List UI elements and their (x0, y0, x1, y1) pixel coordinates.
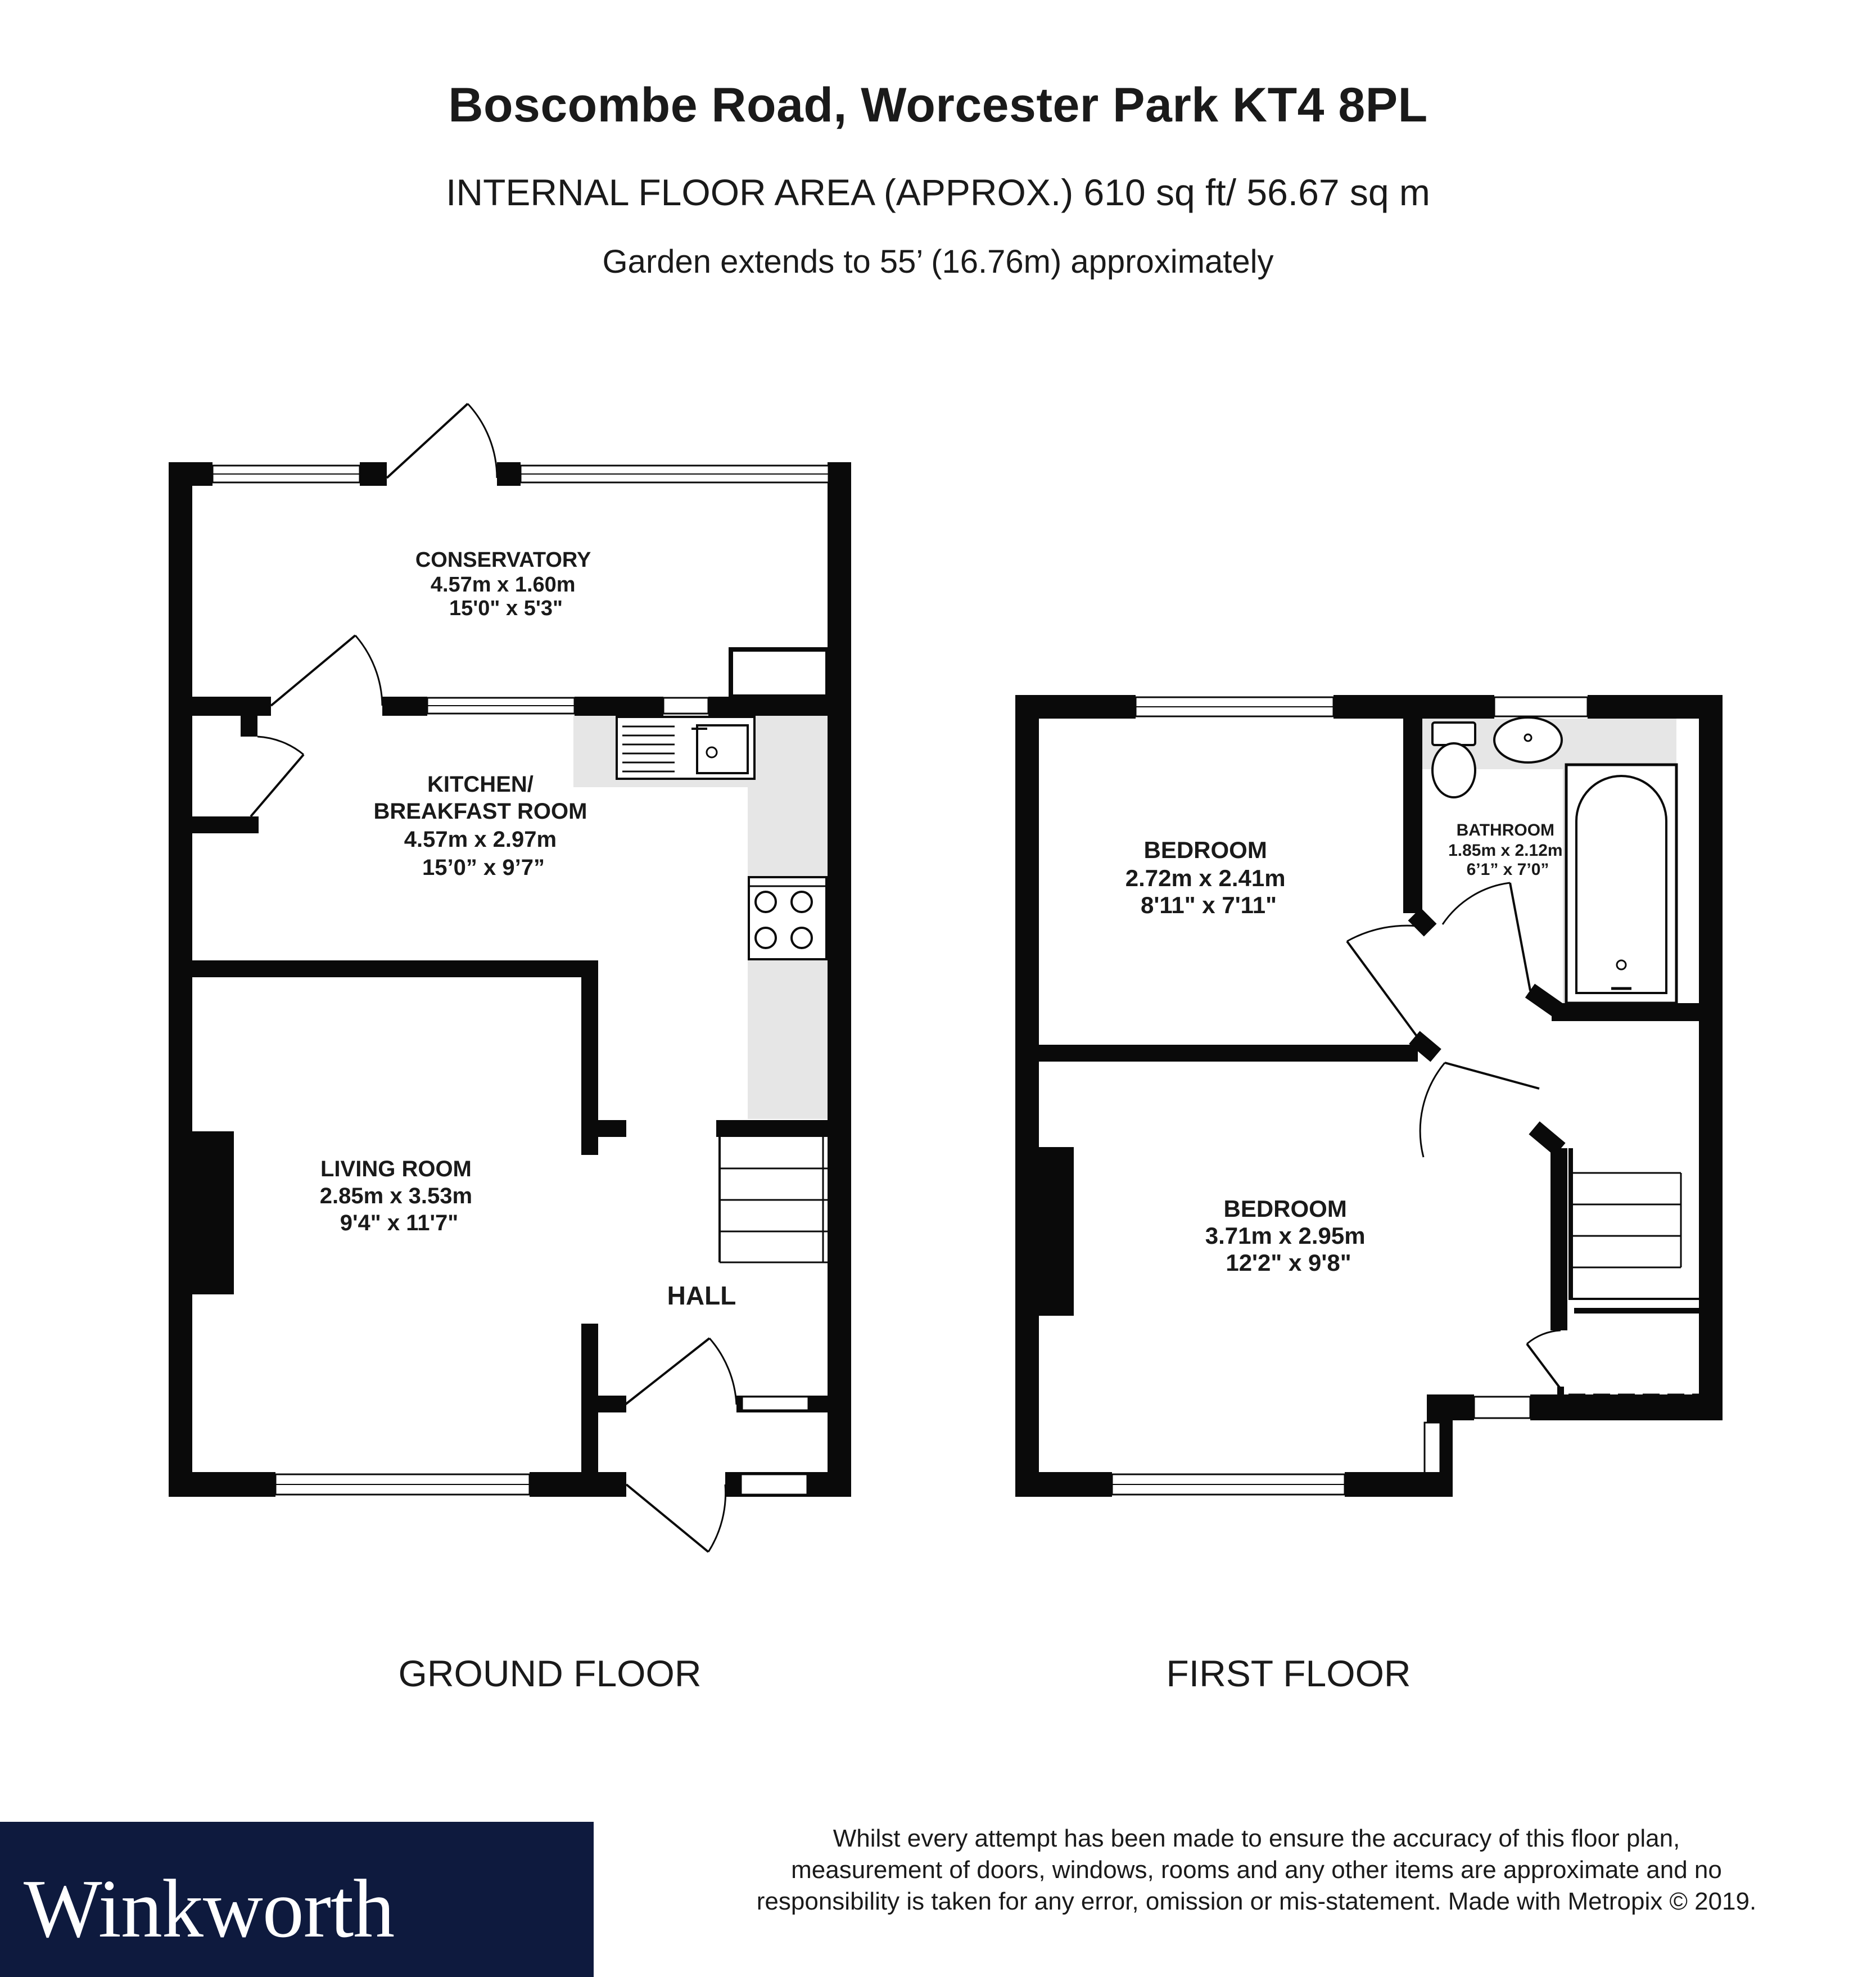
room-name-kitchen: KITCHEN/ (427, 772, 534, 797)
wall (497, 462, 521, 486)
room-imperial-bedroom-small: 8'11" x 7'11" (1141, 892, 1277, 918)
chimney-breast (1039, 1147, 1074, 1316)
brand-name: Winkworth (24, 1863, 395, 1955)
wall (1529, 1121, 1566, 1156)
wall (382, 697, 427, 716)
svg-text:BEDROOM 3.71m x 2.95m: BEDROOM 3.71m x 2.95m 12'2" x 9'8" (1205, 1195, 1372, 1276)
wall (192, 816, 259, 833)
wall (169, 462, 213, 486)
room-imperial-conservatory: 15'0" x 5'3" (449, 597, 563, 620)
window (740, 1473, 808, 1496)
wall (1699, 695, 1723, 1420)
room-name-conservatory: CONSERVATORY (415, 548, 591, 572)
wall (581, 1396, 626, 1412)
wall (1552, 1003, 1699, 1021)
wall (829, 462, 851, 486)
wall (241, 713, 257, 737)
wall (360, 462, 387, 486)
wall (169, 1472, 275, 1497)
wall (1550, 1148, 1567, 1330)
wall (1015, 1472, 1112, 1497)
floor-area-text: INTERNAL FLOOR AREA (APPROX.) 610 sq ft/… (446, 171, 1430, 213)
property-title: Boscombe Road, Worcester Park KT4 8PL (448, 78, 1428, 132)
wall (1530, 1394, 1723, 1420)
window (741, 1396, 810, 1411)
svg-text:LIVING ROOM 2.85m x 3.53: LIVING ROOM 2.85m x 3.53m 9'4" x 11'7" (320, 1157, 478, 1235)
disclaimer: Whilst every attempt has been made to en… (663, 1823, 1850, 1917)
room-name-kitchen-line2: BREAKFAST ROOM (373, 799, 587, 824)
room-imperial-bedroom-large: 12'2" x 9'8" (1226, 1249, 1351, 1276)
svg-text:BATHROOM 1.85m x 2.12m: BATHROOM 1.85m x 2.12m 6’1” x 7’0” (1448, 821, 1567, 879)
room-metric-bathroom: 1.85m x 2.12m (1448, 841, 1562, 860)
wall (1015, 1045, 1418, 1062)
room-name-living-room: LIVING ROOM (320, 1157, 472, 1181)
room-imperial-bathroom: 6’1” x 7’0” (1467, 860, 1549, 879)
staircase (716, 1120, 828, 1263)
wall (581, 1120, 626, 1137)
window (662, 697, 709, 715)
room-metric-living-room: 2.85m x 3.53m (320, 1184, 472, 1208)
washbasin (1493, 716, 1563, 764)
wall (169, 697, 271, 716)
room-name-hall: HALL (667, 1281, 736, 1310)
kitchen-sink (616, 716, 756, 780)
garden-text: Garden extends to 55’ (16.76m) approxima… (602, 243, 1274, 280)
bathtub (1565, 763, 1678, 1005)
ground-floor-label: GROUND FLOOR (398, 1653, 702, 1694)
wall (169, 960, 598, 977)
room-name-bedroom-small: BEDROOM (1143, 837, 1267, 863)
first-floor-plan: BEDROOM 2.72m x 2.41m 8'11" x 7'11" BATH… (1015, 695, 1723, 1497)
svg-text:HALL: HALL (667, 1281, 736, 1310)
cupboard (729, 647, 830, 699)
room-metric-bedroom-large: 3.71m x 2.95m (1205, 1222, 1366, 1249)
wall (828, 462, 851, 1497)
brand-logo: Winkworth (0, 1822, 594, 1977)
ground-floor-plan: CONSERVATORY 4.57m x 1.60m 15'0" x 5'3" … (169, 403, 851, 1553)
disclaimer-line: measurement of doors, windows, rooms and… (791, 1856, 1722, 1884)
room-name-bedroom-large: BEDROOM (1223, 1195, 1346, 1222)
room-metric-bedroom-small: 2.72m x 2.41m (1125, 865, 1286, 891)
window (1493, 696, 1589, 717)
room-name-bathroom: BATHROOM (1457, 821, 1554, 839)
chimney-breast (192, 1131, 234, 1294)
wall (1345, 1472, 1453, 1497)
room-imperial-living-room: 9'4" x 11'7" (340, 1211, 458, 1235)
wall (575, 697, 663, 716)
wall (1588, 695, 1723, 719)
wall (169, 462, 192, 1497)
room-metric-kitchen: 4.57m x 2.97m (404, 827, 557, 852)
room-metric-conservatory: 4.57m x 1.60m (431, 573, 576, 597)
wall (1409, 1031, 1441, 1062)
wall (530, 1472, 626, 1497)
wall (1015, 695, 1039, 1497)
wall (1408, 908, 1437, 937)
wall (1403, 695, 1422, 913)
svg-text:BEDROOM 2.72m x 2.41m: BEDROOM 2.72m x 2.41m 8'11" x 7'11" (1125, 837, 1292, 918)
wall (1015, 695, 1136, 719)
wall (708, 697, 851, 716)
window (1473, 1396, 1531, 1419)
disclaimer-line: Whilst every attempt has been made to en… (833, 1825, 1680, 1852)
kitchen-cooker (748, 876, 828, 960)
disclaimer-line: responsibility is taken for any error, o… (756, 1888, 1757, 1915)
toilet (1431, 721, 1476, 798)
room-imperial-kitchen: 15’0” x 9’7” (422, 855, 545, 880)
svg-text:CONSERVATORY 4.57m x 1.6: CONSERVATORY 4.57m x 1.60m 15'0" x 5'3" (415, 548, 596, 620)
svg-text:KITCHEN/ BREAKFAST ROOM: KITCHEN/ BREAKFAST ROOM 4.57m x 2.97m 15… (373, 772, 593, 880)
staircase (1568, 1148, 1699, 1314)
first-floor-label: FIRST FLOOR (1166, 1653, 1411, 1694)
